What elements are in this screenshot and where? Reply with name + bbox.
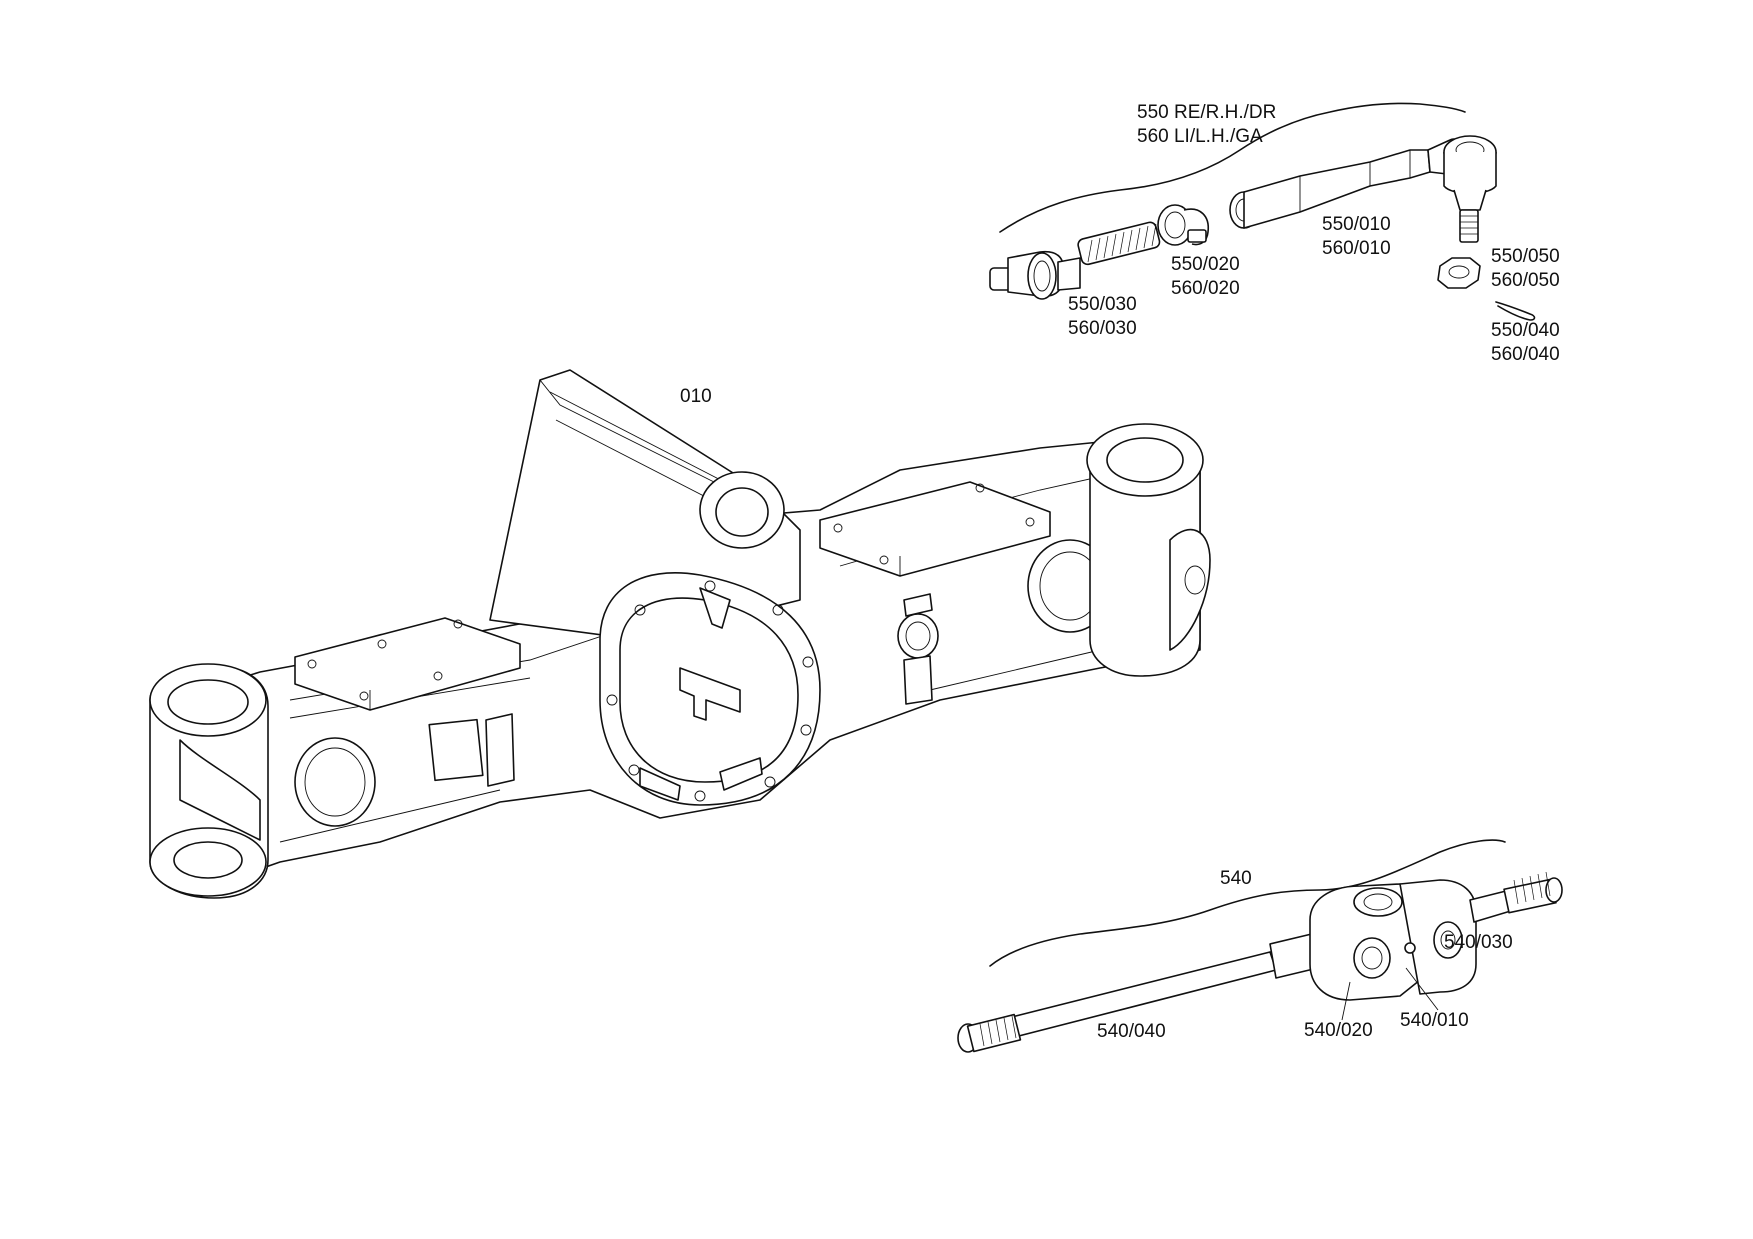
- part-label-550-050: 550/050: [1491, 246, 1560, 267]
- part-label-560-050: 560/050: [1491, 270, 1560, 291]
- part-label-010: 010: [680, 386, 712, 407]
- part-label-550-010: 550/010: [1322, 214, 1391, 235]
- tie-rod-group-title-line1: 550 RE/R.H./DR: [1137, 102, 1276, 123]
- axle-housing: 010: [149, 369, 1211, 899]
- shaft-group-title: 540: [1220, 868, 1252, 889]
- part-label-560-040: 560/040: [1491, 344, 1560, 365]
- part-label-540-040: 540/040: [1097, 1021, 1166, 1042]
- part-label-560-020: 560/020: [1171, 278, 1240, 299]
- part-label-540-010: 540/010: [1400, 1010, 1469, 1031]
- nameplate: [428, 718, 484, 782]
- part-label-540-030: 540/030: [1444, 932, 1513, 953]
- outer-stub-540-030: [1469, 871, 1563, 923]
- tie-rod-group-title-line2: 560 LI/L.H./GA: [1137, 126, 1263, 147]
- left-knuckle: [149, 663, 269, 899]
- cotter-pin-550-040: [1495, 301, 1536, 321]
- part-label-560-030: 560/030: [1068, 318, 1137, 339]
- part-label-560-010: 560/010: [1322, 238, 1391, 259]
- part-label-540-020: 540/020: [1304, 1020, 1373, 1041]
- shaft-group: 540 540/030 540/040 540/020 540/010: [957, 839, 1563, 1053]
- universal-joint: [1309, 879, 1477, 1021]
- clamp-550-020: [1157, 204, 1209, 246]
- tube-550-010: [1229, 135, 1497, 243]
- part-label-550-040: 550/040: [1491, 320, 1560, 341]
- part-label-550-030: 550/030: [1068, 294, 1137, 315]
- tie-rod-group-bracket: [999, 102, 1466, 233]
- right-knuckle: [1086, 423, 1211, 677]
- differential-flange: [599, 572, 821, 806]
- shaft-group-bracket: [989, 839, 1506, 967]
- nut-550-050: [1437, 257, 1481, 289]
- tie-rod-group: 550 RE/R.H./DR 560 LI/L.H./GA 550/010 56…: [989, 102, 1560, 365]
- inner-joint-550-030: [989, 221, 1161, 300]
- part-label-550-020: 550/020: [1171, 254, 1240, 275]
